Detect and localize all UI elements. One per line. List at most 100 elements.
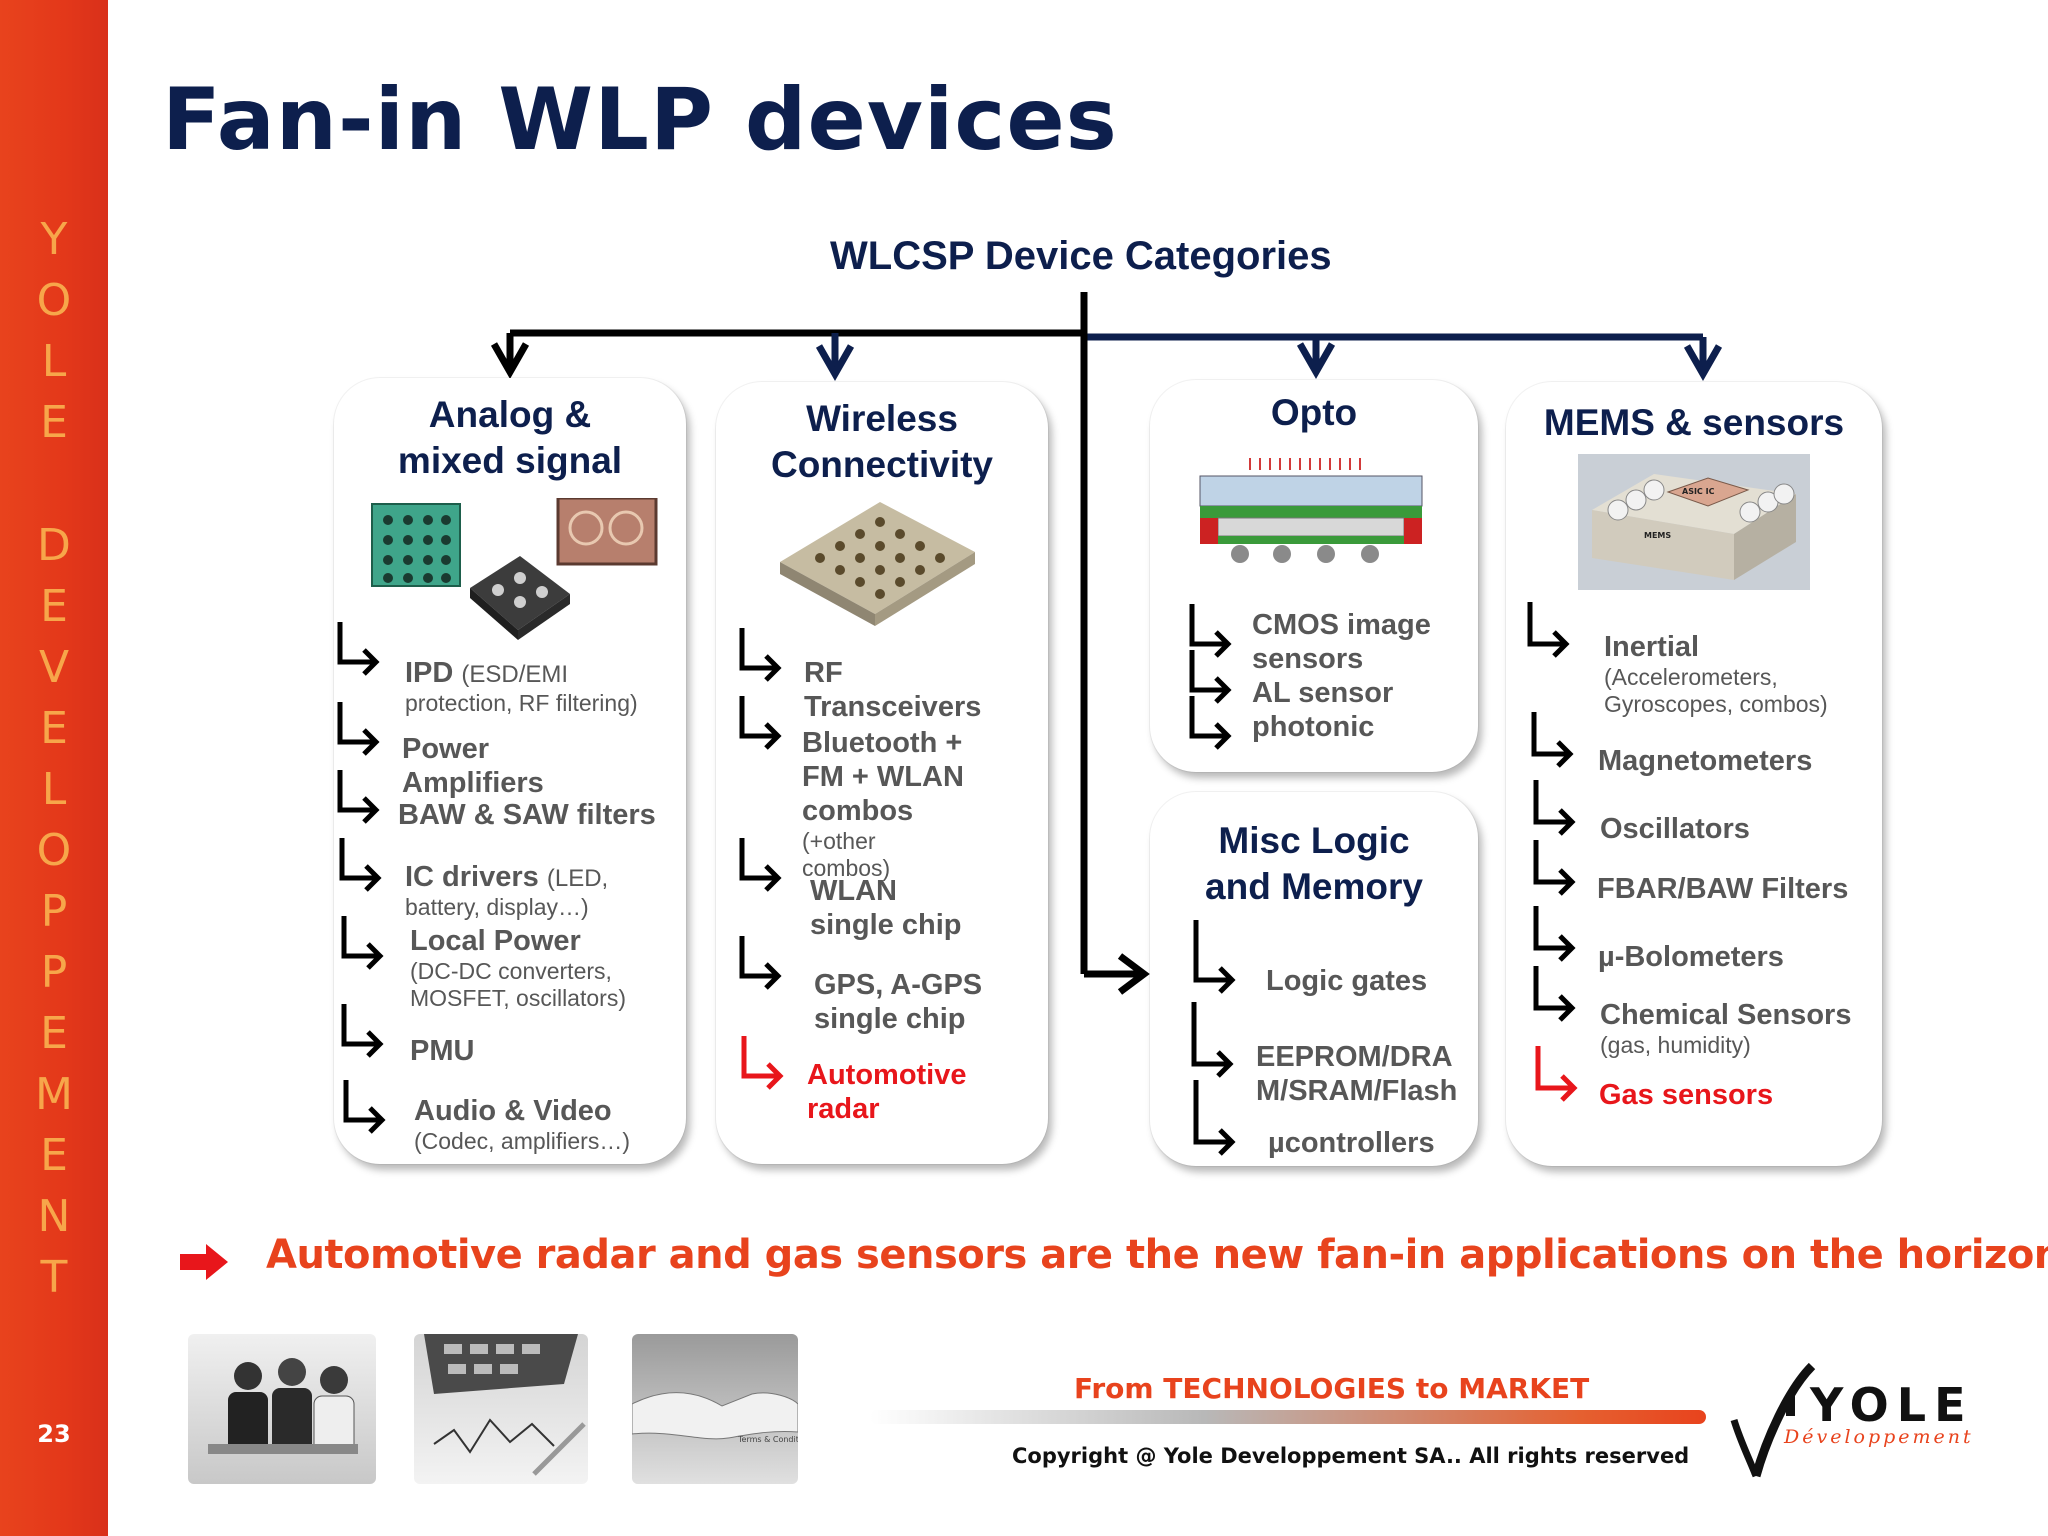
category-title-opto: Opto <box>1270 392 1358 433</box>
bullet-arrow <box>739 696 782 750</box>
item-bolometers: µ-Bolometers <box>1598 941 1784 973</box>
sidebar-letter: E <box>40 1130 68 1181</box>
terms-caption: Terms & Conditions <box>737 1435 798 1444</box>
sidebar-letter: P <box>40 947 68 998</box>
category-title-wireless: Wireless Connectivity <box>716 396 1048 488</box>
item-magnetometers: Magnetometers <box>1598 745 1813 777</box>
bullet-arrow <box>1193 1080 1236 1156</box>
sidebar-letter: O <box>36 825 72 876</box>
item-rf-transceivers: RF Transceivers <box>804 657 982 723</box>
bullet-arrow <box>739 628 782 682</box>
takeaway-arrow-icon <box>180 1244 228 1280</box>
bullet-arrow <box>1533 780 1576 836</box>
item-fbar-baw: FBAR/BAW Filters <box>1597 873 1849 905</box>
yole-logo-subtitle: Développement <box>1784 1426 1974 1448</box>
bullet-arrow <box>337 622 380 676</box>
item-logic-gates: Logic gates <box>1266 965 1428 997</box>
yole-logo-text: YOLE <box>1810 1378 1974 1432</box>
opto-item: CMOS image <box>1252 609 1431 641</box>
handshake-illustration: Terms & Conditions <box>632 1392 798 1444</box>
slide-title: Fan-in WLP devices <box>162 70 1118 170</box>
bullet-arrow <box>339 838 382 892</box>
item-inertial: Inertial (Accelerometers, Gyroscopes, co… <box>1604 631 1828 717</box>
category-card-opto <box>1150 380 1478 772</box>
bullet-arrow <box>1189 604 1232 658</box>
item-bluetooth-combos: Bluetooth + FM + WLAN combos (+other com… <box>802 727 964 881</box>
item-ipd: IPD (ESD/EMI protection, RF filtering) <box>405 657 638 716</box>
bullet-arrow <box>341 916 384 970</box>
calculator-illustration <box>424 1334 586 1476</box>
bullet-arrow <box>337 770 380 824</box>
item-local-power: Local Power (DC-DC converters, MOSFET, o… <box>410 925 626 1011</box>
mems-chip-image: ASIC IC MEMS <box>1578 454 1810 590</box>
analog-chip-image <box>371 498 658 640</box>
item-audio-video: Audio & Video (Codec, amplifiers…) <box>414 1095 630 1154</box>
sidebar-letter: E <box>40 703 68 754</box>
bullet-arrow <box>341 1004 384 1058</box>
sidebar-letter: D <box>37 520 71 571</box>
item-eeprom: EEPROM/DRA M/SRAM/Flash <box>1256 1041 1458 1107</box>
category-title-mems: MEMS & sensors <box>1543 402 1845 443</box>
bullet-arrow <box>1527 602 1570 658</box>
sidebar-letter: M <box>35 1069 73 1120</box>
page-number: 23 <box>37 1420 71 1448</box>
category-title-misc: Misc Logic and Memory <box>1150 818 1478 910</box>
sidebar-letter: E <box>40 1008 68 1059</box>
item-wlan-single: WLAN single chip <box>810 875 962 941</box>
bullet-arrow <box>739 936 782 990</box>
footer-tagline: From TECHNOLOGIES to MARKET <box>1074 1372 1590 1405</box>
bullet-arrow <box>1531 712 1574 768</box>
title-line: mixed signal <box>397 440 623 481</box>
red-bullet-arrow <box>741 1036 784 1090</box>
title-line: and Memory <box>1205 866 1423 907</box>
calculator-chart-photo <box>414 1334 588 1484</box>
opto-item: photonic <box>1252 711 1375 743</box>
bullet-arrow <box>1191 1002 1234 1078</box>
red-bullet-arrow <box>1535 1046 1578 1102</box>
opto-item-list: CMOS image sensors AL sensor photonic <box>1252 608 1472 744</box>
bullet-arrow <box>343 1080 386 1134</box>
sidebar-letter: O <box>36 275 72 326</box>
sidebar-letter: L <box>41 336 67 387</box>
item-chemical-sensors: Chemical Sensors (gas, humidity) <box>1600 999 1852 1058</box>
sidebar-letter: E <box>40 581 68 632</box>
sidebar-letter: Y <box>40 214 68 265</box>
footer-copyright: Copyright @ Yole Developpement SA.. All … <box>1012 1444 1690 1468</box>
business-people-photo <box>188 1334 376 1484</box>
bullet-arrow <box>337 702 380 756</box>
opto-sensor-image <box>1199 458 1423 563</box>
title-line: Misc Logic <box>1218 820 1410 861</box>
takeaway-text: Automotive radar and gas sensors are the… <box>266 1232 2048 1278</box>
item-gas-sensors: Gas sensors <box>1599 1079 1774 1111</box>
mems-label: MEMS <box>1644 531 1671 540</box>
opto-item: sensors <box>1252 643 1364 675</box>
bullet-arrow <box>1533 840 1576 896</box>
footer-gradient-bar <box>870 1410 1706 1424</box>
sidebar-letter: P <box>40 886 68 937</box>
item-power-amplifiers: Power Amplifiers <box>402 733 544 799</box>
sidebar-letter: T <box>40 1252 68 1303</box>
bullet-arrow <box>1533 966 1576 1022</box>
sidebar-letter: E <box>40 397 68 448</box>
brand-sidebar: Y O L E D E V E L O P P E M E N T 23 <box>0 0 108 1536</box>
item-ucontrollers: µcontrollers <box>1268 1127 1435 1159</box>
sidebar-letter: N <box>37 1191 71 1242</box>
diagram-title: WLCSP Device Categories <box>830 234 1332 278</box>
bullet-arrow <box>1189 696 1232 750</box>
category-title-analog: Analog & mixed signal <box>334 392 686 484</box>
bullet-arrow <box>1193 920 1236 994</box>
sidebar-letter: L <box>41 764 67 815</box>
item-gps: GPS, A-GPS single chip <box>814 969 983 1035</box>
sidebar-letter: V <box>38 642 70 693</box>
wireless-chip-image <box>780 502 975 626</box>
item-ic-drivers: IC drivers (LED, battery, display…) <box>405 861 609 920</box>
item-baw-saw: BAW & SAW filters <box>398 799 656 831</box>
item-automotive-radar: Automotive radar <box>807 1059 967 1125</box>
asic-label: ASIC IC <box>1682 487 1715 496</box>
title-line: Wireless <box>806 398 958 439</box>
item-pmu: PMU <box>410 1035 475 1067</box>
title-line: Connectivity <box>770 444 994 485</box>
title-line: Analog & <box>428 394 592 435</box>
handshake-photo: Terms & Conditions <box>632 1334 798 1484</box>
